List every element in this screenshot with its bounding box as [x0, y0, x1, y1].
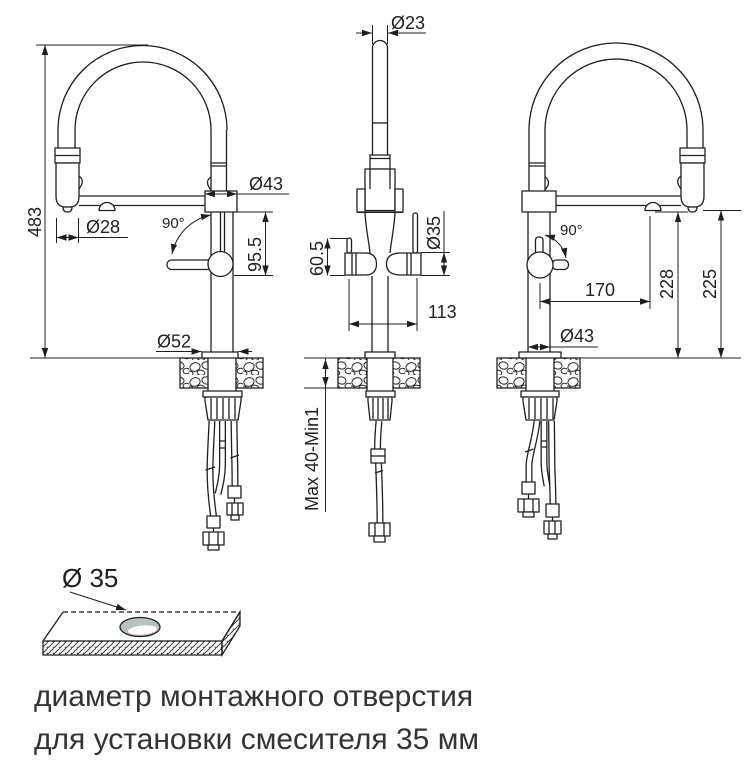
front-handle — [166, 212, 234, 278]
spray-pin — [346, 237, 353, 254]
front-view: 483 Ø28 Ø43 95.5 Ø52 90° — [25, 44, 289, 551]
hole-leader-line — [69, 591, 127, 611]
base-flange — [518, 351, 562, 359]
dim-spout-diameter: Ø23 — [356, 13, 426, 44]
dim-angle-label: 90° — [560, 222, 583, 239]
dim-head-label: Ø43 — [249, 174, 283, 194]
dock-clip-icon — [206, 176, 212, 191]
dim-arm-height-label: 225 — [700, 269, 720, 299]
countertop-front-face — [42, 640, 223, 656]
dim-depth-label: 113 — [428, 302, 457, 322]
dim-head-diameter: Ø43 — [205, 174, 289, 198]
dock-clip-icon — [544, 176, 550, 191]
back-body-column — [527, 212, 551, 352]
dim-spray-diameter: Ø28 — [56, 217, 128, 243]
back-spray-head — [677, 147, 706, 213]
back-body-cap — [521, 190, 557, 213]
dim-handle-height-label: 95.5 — [245, 237, 265, 272]
caption-line-1: диаметр монтажного отверстия — [34, 680, 473, 713]
dim-offset-label: 60.5 — [307, 241, 327, 276]
caption-line-2: для установки смесителя 35 мм — [34, 723, 479, 756]
back-view: 90° 170 228 225 Ø43 — [496, 42, 741, 540]
dim-handle-diameter: Ø35 — [421, 211, 450, 276]
dim-body-depth: 113 — [348, 278, 457, 331]
dim-swivel-angle: 90° — [162, 213, 212, 255]
dim-base-label: Ø52 — [157, 332, 191, 352]
dim-handle-offset: 60.5 — [307, 238, 347, 276]
back-handle — [526, 236, 570, 279]
countertop-side-face — [221, 609, 241, 658]
dim-thickness-label: Max 40-Min1 — [302, 407, 322, 511]
dim-arm-height-225: 225 — [700, 210, 741, 358]
side-handle-and-dock — [344, 212, 422, 276]
front-undercounter — [202, 390, 244, 551]
side-view: Ø23 60.5 Ø35 113 Max 40-Min1 — [302, 13, 457, 543]
dim-spout-label: Ø23 — [391, 13, 425, 33]
aerator-icon — [644, 201, 662, 212]
dim-height-label: 483 — [25, 207, 45, 237]
dim-handle-diameter-label: Ø35 — [424, 216, 444, 250]
supply-hoses — [202, 420, 244, 551]
dim-base-diameter: Ø52 — [156, 332, 252, 355]
handle-pin — [412, 212, 419, 254]
back-counter — [496, 351, 741, 392]
mounting-hole-detail: Ø 35 — [42, 563, 241, 658]
mounting-nut — [522, 396, 558, 421]
dim-mount-thickness: Max 40-Min1 — [302, 357, 340, 512]
dim-reach-label: 170 — [585, 280, 615, 300]
dim-spout-reach-170: 170 — [539, 216, 651, 309]
front-counter — [179, 351, 264, 392]
dim-outlet-height-label: 228 — [657, 269, 677, 299]
dim-height-483: 483 — [25, 44, 181, 359]
side-undercounter — [365, 390, 396, 543]
supply-hoses — [517, 420, 562, 540]
side-spout-tube — [371, 39, 389, 155]
front-spout-arc — [57, 44, 228, 191]
dim-column-label: Ø43 — [560, 326, 594, 346]
hole-diameter-label: Ø 35 — [62, 563, 118, 593]
side-body — [356, 154, 404, 352]
dim-spray-label: Ø28 — [86, 217, 120, 237]
front-spout-arm — [79, 195, 205, 212]
spray-nozzle-icon — [687, 206, 698, 213]
mounting-nut — [367, 396, 393, 421]
supply-hose — [368, 420, 391, 543]
front-body-column — [210, 212, 234, 352]
dim-handle-height: 95.5 — [234, 211, 273, 276]
side-counter — [337, 351, 421, 392]
caption: диаметр монтажного отверстия для установ… — [34, 680, 479, 756]
dim-column-diameter: Ø43 — [528, 326, 598, 351]
back-spout-arm — [556, 195, 681, 212]
aerator-icon — [98, 201, 116, 212]
base-flange — [201, 351, 239, 359]
spray-nozzle-icon — [62, 206, 73, 213]
dock-clip-icon — [78, 175, 83, 190]
back-spout-arc — [528, 42, 704, 191]
base-flange — [364, 351, 396, 359]
dim-swivel-angle-back: 90° — [544, 222, 583, 259]
dim-outlet-height-228: 228 — [655, 211, 688, 358]
back-undercounter — [517, 390, 562, 540]
dock-clip-icon — [677, 175, 682, 190]
dim-angle-label: 90° — [162, 215, 185, 232]
front-spray-head — [54, 147, 83, 213]
